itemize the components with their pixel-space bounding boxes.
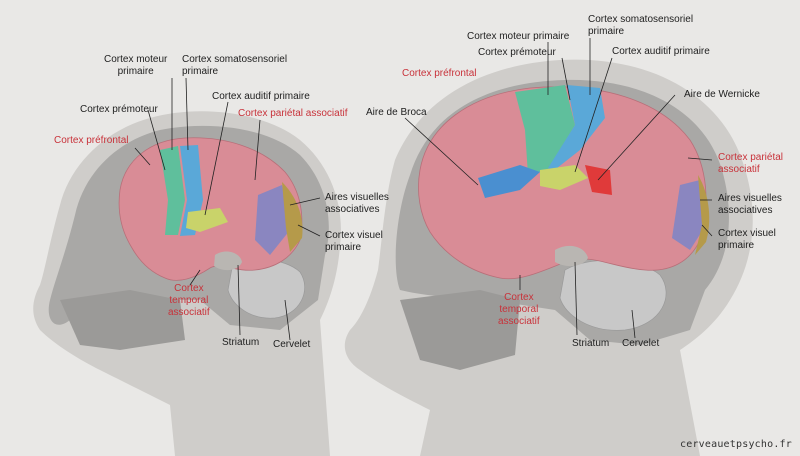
left-striatum	[214, 251, 242, 271]
right-primary-visual	[695, 175, 710, 255]
right-label-broca-area: Aire de Broca	[366, 107, 427, 118]
right-striatum	[555, 245, 588, 267]
left-label-premotor-cortex: Cortex prémoteur	[80, 104, 158, 115]
left-jaw	[60, 290, 185, 350]
right-label-cerebellum: Cervelet	[622, 338, 660, 349]
left-primary-visual	[282, 182, 303, 252]
left-label-cerebellum: Cervelet	[273, 339, 311, 350]
right-label-wernicke-area: Aire de Wernicke	[684, 89, 760, 100]
right-leader-lines	[404, 38, 713, 339]
left-label-prefrontal-cortex: Cortex préfrontal	[54, 135, 129, 146]
right-label-somatosensory-cortex: Cortex somatosensoriel primaire	[588, 14, 694, 37]
right-label-temporal-cortex: Cortex temporal associatif	[498, 292, 540, 327]
right-label-visual-association: Aires visuelles associatives	[718, 193, 782, 216]
source-watermark: cerveauetpsycho.fr	[680, 439, 792, 450]
right-label-motor-cortex: Cortex moteur primaire	[467, 31, 570, 42]
right-auditory-cortex	[540, 165, 588, 190]
right-label-parietal-cortex: Cortex pariétal associatif	[718, 152, 784, 175]
left-auditory-cortex	[186, 208, 228, 232]
left-label-motor-cortex: Cortex moteur primaire	[104, 54, 168, 77]
left-visual-association	[255, 185, 290, 255]
left-label-visual-association: Aires visuelles associatives	[325, 192, 389, 215]
right-label-auditory-cortex: Cortex auditif primaire	[612, 46, 710, 57]
left-label-somatosensory-cortex: Cortex somatosensoriel primaire	[182, 54, 288, 77]
left-label-primary-visual: Cortex visuel primaire	[325, 230, 383, 253]
right-motor-cortex	[515, 85, 575, 175]
left-leader-lines	[134, 77, 321, 341]
right-label-primary-visual: Cortex visuel primaire	[718, 228, 776, 251]
right-label-striatum: Striatum	[572, 338, 610, 349]
right-label-premotor-cortex: Cortex prémoteur	[478, 47, 556, 58]
right-jaw	[400, 290, 520, 370]
right-visual-association	[672, 180, 706, 250]
left-label-parietal-cortex: Cortex pariétal associatif	[238, 108, 348, 119]
right-label-prefrontal-cortex: Cortex préfrontal	[402, 68, 477, 79]
left-label-striatum: Striatum	[222, 337, 260, 348]
left-label-temporal-cortex: Cortex temporal associatif	[168, 283, 210, 318]
left-motor-cortex	[160, 146, 185, 235]
right-somatosensory-cortex	[548, 85, 605, 172]
right-broca-area	[478, 165, 540, 198]
left-label-auditory-cortex: Cortex auditif primaire	[212, 91, 310, 102]
